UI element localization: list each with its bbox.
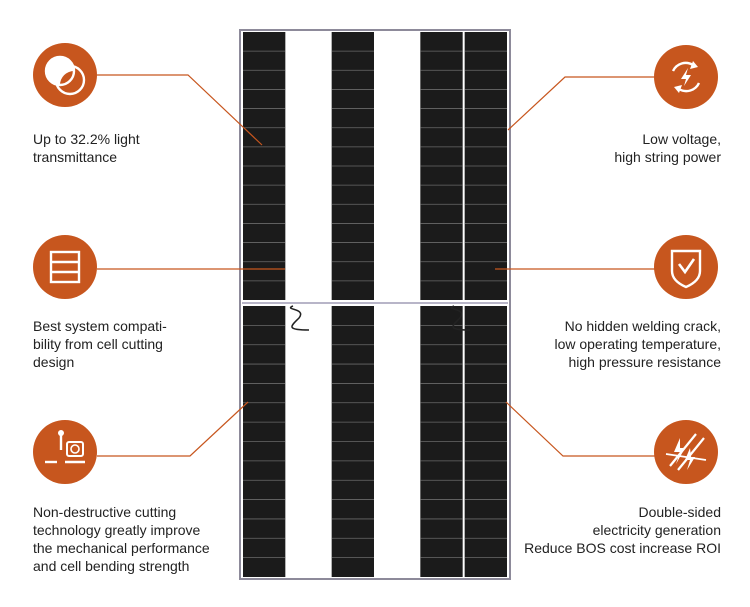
feature-text-compatibility: Best system compati- bility from cell cu… (33, 318, 167, 370)
feature-text-bifacial: Double-sided electricity generation Redu… (524, 504, 721, 556)
feature-text-voltage: Low voltage, high string power (614, 131, 721, 165)
overlapping-circles-icon (33, 43, 97, 107)
leader-line-bifacial (505, 401, 655, 457)
shield-check-icon (654, 235, 718, 299)
junction-cable-2 (450, 305, 471, 331)
stacked-cells-icon (33, 235, 97, 299)
feature-text-cutting: Non-destructive cutting technology great… (33, 504, 210, 574)
feature-text-welding: No hidden welding crack, low operating t… (554, 318, 721, 370)
leader-line-cutting (97, 401, 249, 457)
solar-panel (239, 29, 511, 580)
leader-line-voltage (507, 76, 655, 131)
leader-line-transmittance (97, 74, 263, 146)
junction-cable-1 (289, 305, 310, 331)
leader-lines (97, 74, 655, 457)
cutting-tool-icon (33, 420, 97, 484)
circular-arrows-bolt-icon (654, 45, 718, 109)
double-sided-bolt-icon (654, 420, 718, 484)
feature-text-transmittance: Up to 32.2% light transmittance (33, 131, 140, 165)
